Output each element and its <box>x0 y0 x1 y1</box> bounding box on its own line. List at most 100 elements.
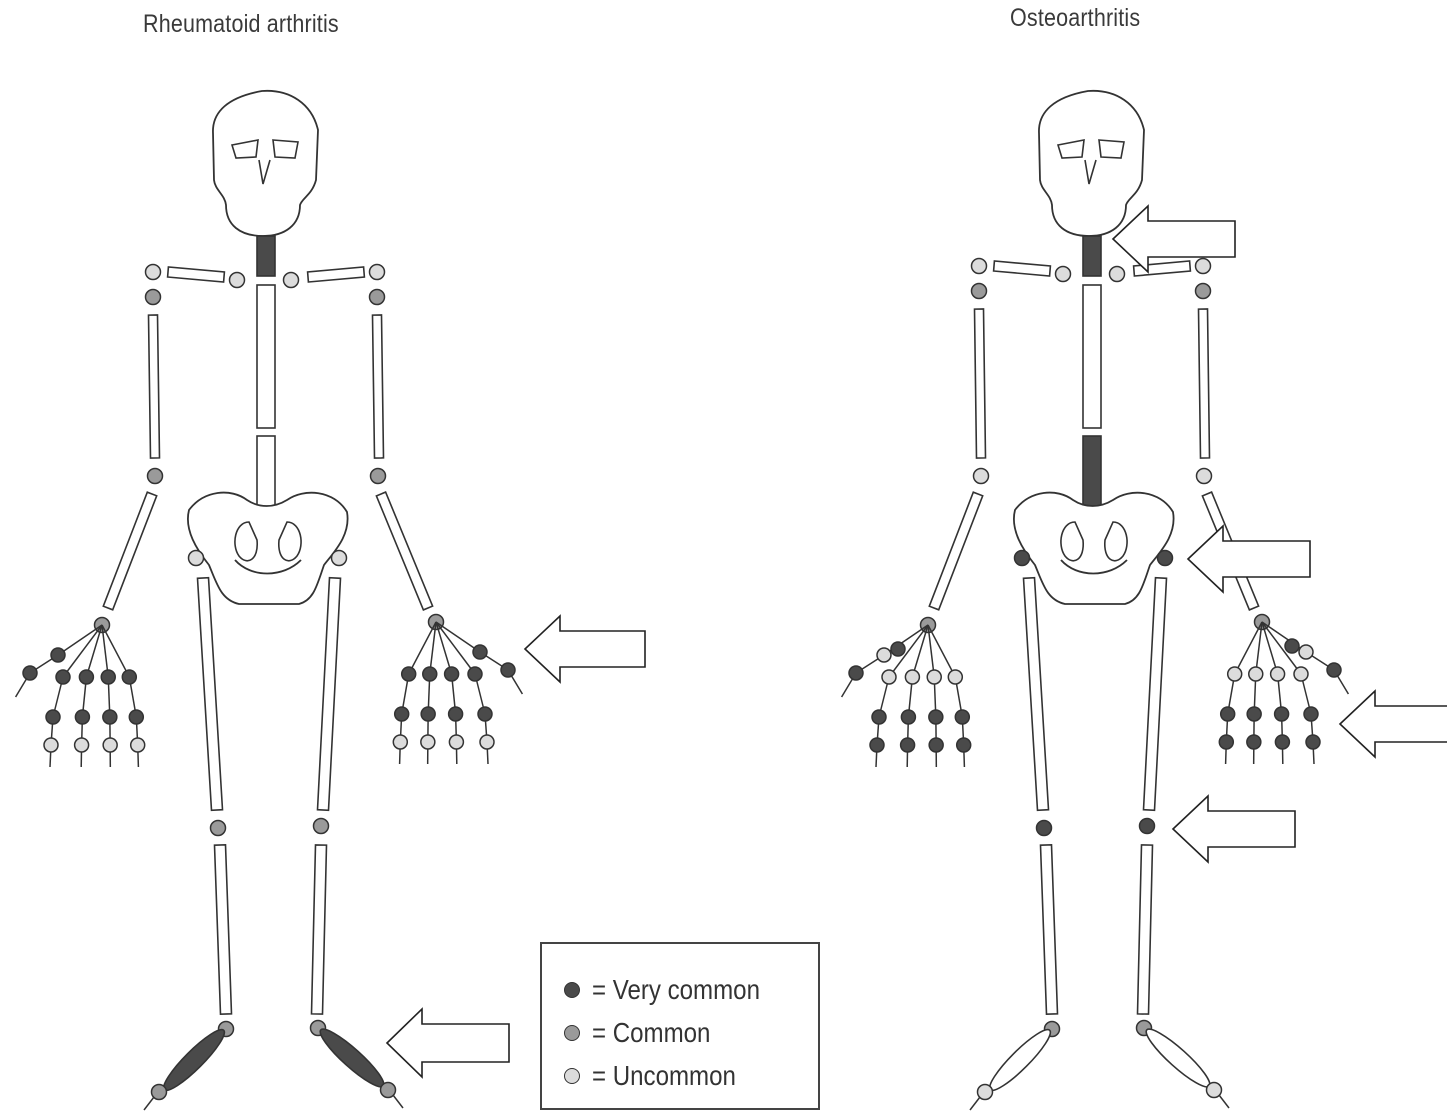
clavicle <box>308 267 365 282</box>
mcp-joint <box>1249 667 1263 681</box>
dip-joint <box>1306 735 1320 749</box>
shoulder-joint <box>972 259 987 274</box>
left-arrow-icon <box>1173 796 1295 862</box>
thumb-mcp-joint <box>51 648 65 662</box>
legend-label: = Uncommon <box>592 1060 736 1092</box>
finger-line <box>1262 622 1278 674</box>
pip-joint <box>75 710 89 724</box>
femur <box>1024 578 1049 811</box>
dip-joint <box>929 738 943 752</box>
clavicle <box>168 267 225 282</box>
hip-joint <box>189 551 204 566</box>
dip-joint <box>1219 735 1233 749</box>
elbow-joint <box>1197 469 1212 484</box>
lumbar-spine <box>1083 436 1101 512</box>
pelvis <box>188 493 348 604</box>
mcp-joint <box>948 670 962 684</box>
elbow-joint <box>974 469 989 484</box>
dip-joint <box>901 738 915 752</box>
cmc-joint <box>891 642 905 656</box>
pelvis <box>1014 493 1174 604</box>
foot <box>158 1024 230 1096</box>
mcp-joint <box>1271 667 1285 681</box>
finger-line <box>409 622 436 674</box>
left-arrow-icon <box>525 616 645 682</box>
hip-joint <box>1158 551 1173 566</box>
finger-line <box>912 625 928 677</box>
dip-joint <box>75 738 89 752</box>
thumb-ip-joint <box>1327 663 1341 677</box>
pip-joint <box>901 710 915 724</box>
mcp-joint <box>1228 667 1242 681</box>
dip-joint <box>393 735 407 749</box>
legend-label: = Very common <box>592 974 760 1006</box>
dip-joint <box>421 735 435 749</box>
pip-joint <box>478 707 492 721</box>
pip-joint <box>46 710 60 724</box>
skeleton-osteoarthritis <box>842 91 1349 1110</box>
legend-item-common: = Common <box>564 1015 730 1051</box>
mcp-joint <box>1294 667 1308 681</box>
thumb-mcp-joint <box>473 645 487 659</box>
elbow-joint <box>148 469 163 484</box>
knee-joint <box>314 819 329 834</box>
mcp-joint <box>468 667 482 681</box>
toe-line <box>144 1097 154 1110</box>
pip-joint <box>129 710 143 724</box>
mcp-joint <box>423 667 437 681</box>
mcp-joint <box>122 670 136 684</box>
finger-line <box>436 622 452 674</box>
hip-joint <box>332 551 347 566</box>
sternoclavicular-joint <box>284 273 299 288</box>
mcp-joint <box>445 667 459 681</box>
pip-joint <box>929 710 943 724</box>
finger-line <box>102 625 108 677</box>
thumb-mcp-joint <box>877 648 891 662</box>
forearm <box>929 492 982 610</box>
acromioclavicular-joint <box>972 284 987 299</box>
mcp-joint <box>927 670 941 684</box>
dip-joint <box>870 738 884 752</box>
mcp-joint <box>101 670 115 684</box>
pip-joint <box>872 710 886 724</box>
left-arrow-icon <box>387 1009 509 1077</box>
finger-line <box>928 625 955 677</box>
clavicle <box>994 261 1051 276</box>
finger-line <box>1235 622 1262 674</box>
acromioclavicular-joint <box>146 290 161 305</box>
thoracic-spine <box>257 285 275 428</box>
thumb-ip-joint <box>501 663 515 677</box>
pip-joint <box>1221 707 1235 721</box>
tibia <box>1138 845 1153 1014</box>
pip-joint <box>395 707 409 721</box>
legend-item-uncommon: = Uncommon <box>564 1058 759 1094</box>
thumb-ip-joint <box>849 666 863 680</box>
dip-joint <box>1247 735 1261 749</box>
tibia <box>215 845 232 1014</box>
mcp-joint <box>79 670 93 684</box>
common-dot-icon <box>564 1025 580 1041</box>
thumb-mcp-joint <box>1299 645 1313 659</box>
finger-line <box>928 625 934 677</box>
forearm <box>103 492 156 610</box>
humerus <box>149 315 160 458</box>
humerus <box>1199 309 1210 458</box>
finger-line <box>102 625 129 677</box>
foot <box>315 1023 389 1093</box>
dip-joint <box>449 735 463 749</box>
finger-line <box>436 622 475 674</box>
dip-joint <box>1275 735 1289 749</box>
shoulder-joint <box>1196 259 1211 274</box>
pip-joint <box>955 710 969 724</box>
mcp-joint <box>882 670 896 684</box>
mcp-joint <box>402 667 416 681</box>
foot <box>984 1024 1056 1096</box>
lumbar-spine <box>257 436 275 514</box>
forearm <box>376 492 432 610</box>
mcp-joint <box>905 670 919 684</box>
toe-line <box>970 1097 980 1110</box>
skull <box>213 91 318 236</box>
dip-joint <box>957 738 971 752</box>
hip-joint <box>1015 551 1030 566</box>
finger-line <box>436 622 480 652</box>
